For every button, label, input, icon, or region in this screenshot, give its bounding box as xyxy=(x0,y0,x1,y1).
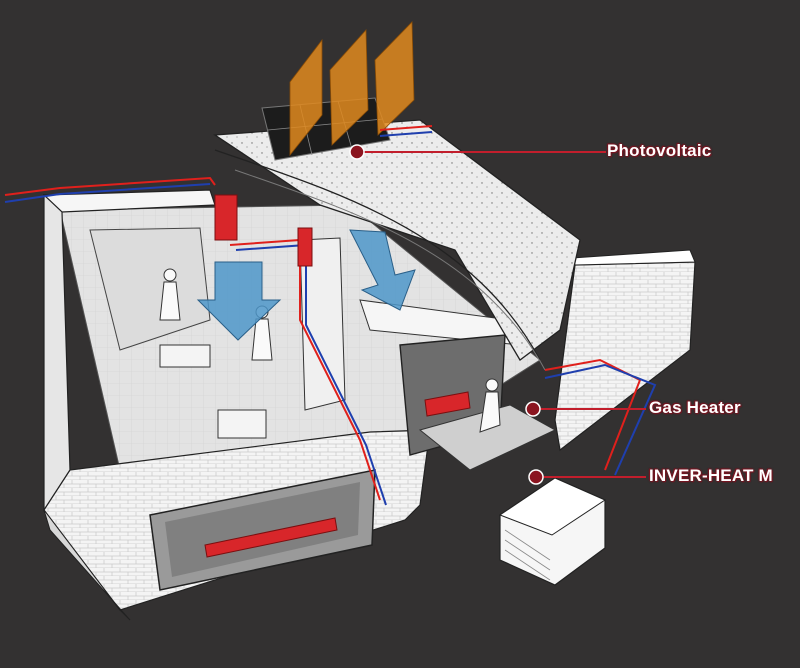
interior-wall xyxy=(299,237,346,411)
piping xyxy=(4,125,657,506)
person-icon xyxy=(159,268,501,433)
balcony-radiator xyxy=(424,391,471,417)
callout-inver-heat: INVER-HEAT M xyxy=(649,466,773,485)
left-wall-side xyxy=(43,193,71,513)
marker-photovoltaic xyxy=(349,144,365,160)
roof-curve xyxy=(214,149,541,361)
roof-slab xyxy=(213,119,581,361)
gas-heater-icon xyxy=(214,194,238,241)
low-table xyxy=(217,409,267,439)
marker-inver-heat xyxy=(528,469,544,485)
callout-leaders xyxy=(349,144,646,485)
callout-gas-heater: Gas Heater xyxy=(649,398,741,417)
heat-pump-unit-icon xyxy=(498,477,607,586)
roof-edge xyxy=(234,169,546,371)
upper-radiator xyxy=(297,227,313,267)
chimney-tower xyxy=(554,261,696,452)
front-wall-bottom xyxy=(43,509,131,621)
callout-photovoltaic: Photovoltaic xyxy=(607,141,712,160)
balcony-floor xyxy=(418,404,557,471)
sunlight-rays xyxy=(289,21,415,157)
airflow-arrows xyxy=(196,229,416,341)
chimney-top xyxy=(571,249,696,266)
dining-table xyxy=(159,344,211,368)
front-radiator xyxy=(204,517,338,558)
marker-gas-heater xyxy=(525,401,541,417)
